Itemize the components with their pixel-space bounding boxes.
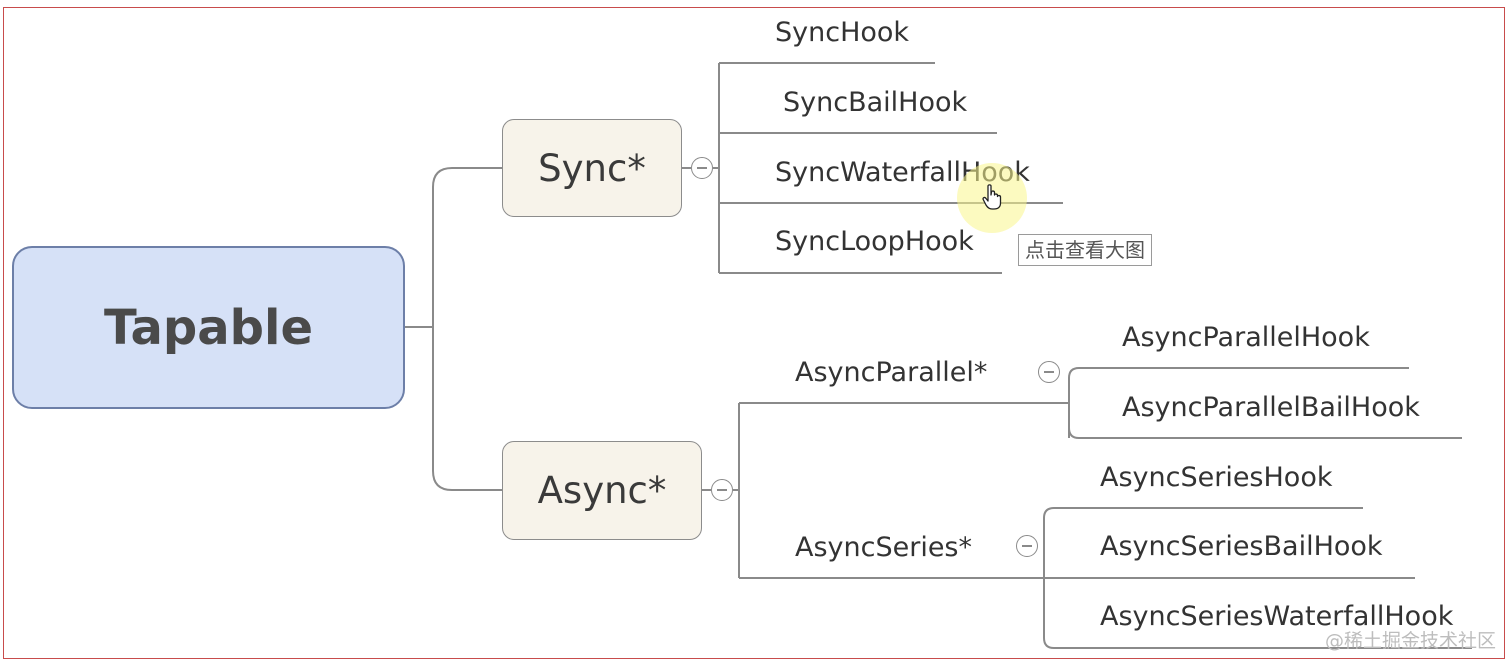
connector-series-hooks [1043,507,1363,638]
hook-node-asyncserieshook[interactable]: AsyncSeriesHook [1100,462,1333,493]
underline-asyncserieswaterfallhook [1043,637,1472,649]
underline-asyncparallelbailhook [1068,427,1462,439]
hook-node-syncbailhook[interactable]: SyncBailHook [783,87,968,118]
collapse-minus-icon[interactable] [711,479,733,501]
site-watermark: @稀土掘金技术社区 [1324,630,1496,652]
hook-node-synchook[interactable]: SyncHook [775,17,910,48]
hook-node-asyncparallelbailhook[interactable]: AsyncParallelBailHook [1122,392,1420,423]
collapse-minus-icon[interactable] [691,157,713,179]
root-node-tapable[interactable]: Tapable [12,246,405,409]
collapse-minus-icon[interactable] [1016,535,1038,557]
collapse-minus-icon[interactable] [1038,361,1060,383]
hand-pointer-icon [982,184,1002,210]
hook-node-asyncparallelhook[interactable]: AsyncParallelHook [1122,322,1370,353]
connector-root-sync [432,167,502,491]
branch-node-sync[interactable]: Sync* [502,119,682,217]
branch-node-async[interactable]: Async* [502,441,702,540]
branch-node-label: Async* [537,469,667,512]
connector-parallel-hooks [1068,367,1409,438]
hook-node-asyncseriesbailhook[interactable]: AsyncSeriesBailHook [1100,531,1383,562]
subbranch-node-asyncparallel[interactable]: AsyncParallel* [795,357,988,388]
hook-node-syncloophook[interactable]: SyncLoopHook [775,226,974,257]
figure-frame [3,7,1505,659]
branch-node-label: Sync* [538,146,646,190]
root-node-label: Tapable [103,299,314,356]
subbranch-node-asyncseries[interactable]: AsyncSeries* [795,532,973,563]
hook-node-asyncserieswaterfallhook[interactable]: AsyncSeriesWaterfallHook [1100,601,1454,632]
view-large-image-tooltip: 点击查看大图 [1018,234,1152,266]
